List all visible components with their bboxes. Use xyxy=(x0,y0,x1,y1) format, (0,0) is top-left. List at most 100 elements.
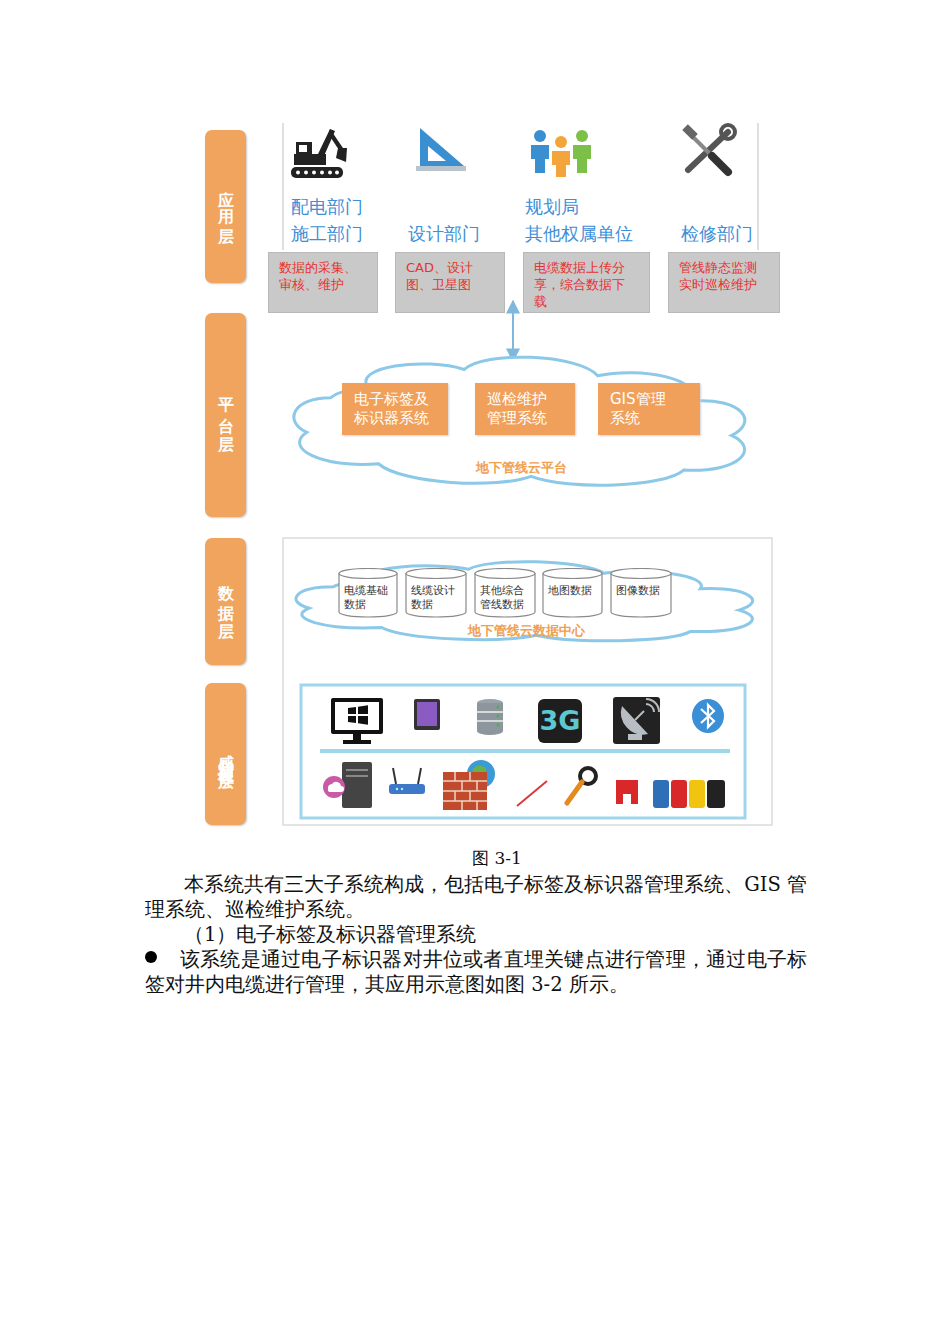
department-name: 设计部门 xyxy=(408,223,480,245)
node-text: 电缆基础数据 xyxy=(344,584,392,612)
layer-name: 感知与硬件层 xyxy=(216,742,236,766)
role-box: 管线静态监测实时巡检维护 xyxy=(668,252,780,313)
node-text: GIS管理系统 xyxy=(610,390,679,428)
graphic-part xyxy=(635,711,644,720)
role-box: 电缆数据上传分享，综合数据下载 xyxy=(523,252,650,313)
layer-band: 数据层 xyxy=(205,538,246,665)
layer-name: 数据层 xyxy=(216,572,236,632)
graphic-part xyxy=(707,780,725,808)
graphic-part xyxy=(299,145,307,152)
graphic-part xyxy=(335,702,379,730)
probe-icon xyxy=(567,768,596,803)
graphic-part xyxy=(320,171,324,175)
graphic-part xyxy=(443,772,487,810)
double-arrow xyxy=(512,301,514,361)
department-name: 施工部门 xyxy=(291,223,363,245)
graphic-part xyxy=(497,715,500,718)
layer-name: 应用层 xyxy=(216,177,236,237)
node-text: 数据的采集、审核、维护 xyxy=(279,259,359,293)
layer-band: 应用层 xyxy=(205,130,246,283)
graphic-part xyxy=(346,775,368,777)
hardware-box xyxy=(301,685,745,818)
body-paragraph: 本系统共有三大子系统构成，包括电子标签及标识器管理系统、GIS 管理系统、巡检维… xyxy=(145,872,807,922)
database-cylinder: 图像数据 xyxy=(610,568,672,618)
graphic-part xyxy=(477,720,503,722)
node-text: 管线静态监测实时巡检维护 xyxy=(679,259,761,293)
system-box: GIS管理系统 xyxy=(598,383,700,435)
graphic-part xyxy=(393,768,396,784)
node-text: 图像数据 xyxy=(616,584,664,598)
graphic-part xyxy=(348,705,368,724)
set-square-icon xyxy=(416,128,466,171)
graphic-part xyxy=(353,734,361,740)
graphic-part xyxy=(555,136,567,148)
marker-icon xyxy=(616,780,638,804)
marker-rod xyxy=(517,781,547,806)
graphic-part xyxy=(328,782,344,792)
data-cloud: 地下管线云数据中心电缆基础数据线缆设计数据其他综合管线数据地图数据图像数据 xyxy=(285,548,768,645)
cylinder-top xyxy=(543,569,602,579)
node-text: 电子标签及标识器系统 xyxy=(354,390,431,428)
node-text: 地下管线云平台 xyxy=(283,459,760,477)
graphic-part xyxy=(416,166,466,171)
graphic-part xyxy=(576,130,588,142)
bluetooth-icon xyxy=(692,699,724,733)
graphic-part xyxy=(328,171,332,175)
department-name: 规划局 xyxy=(525,196,579,218)
graphic-part xyxy=(712,156,728,172)
graphic-part xyxy=(428,146,446,161)
router-icon xyxy=(389,768,425,794)
graphic-part xyxy=(477,703,503,731)
graphic-part xyxy=(342,762,372,808)
graphic-part xyxy=(552,151,570,177)
graphic-part xyxy=(682,124,698,140)
firewall-icon xyxy=(443,760,495,810)
graphic-part xyxy=(534,130,546,142)
3g-icon xyxy=(538,699,582,743)
tools-icon xyxy=(682,124,735,172)
node-text: CAD、设计图、卫星图 xyxy=(406,259,486,293)
tablet-icon xyxy=(414,699,440,730)
graphic-part xyxy=(417,702,437,726)
graphic-part xyxy=(312,171,316,175)
cylinder-top xyxy=(339,569,397,579)
department-name: 其他权属单位 xyxy=(525,223,633,245)
database-cylinder: 电缆基础数据 xyxy=(338,568,398,618)
cylinder-top xyxy=(475,569,535,579)
graphic-part xyxy=(671,780,687,808)
graphic-part xyxy=(346,769,368,771)
cylinder-top xyxy=(611,569,671,579)
department-name: 检修部门 xyxy=(681,223,753,245)
node-text: 其他综合管线数据 xyxy=(480,584,528,612)
cylinder-body xyxy=(543,573,602,617)
graphic-part xyxy=(401,788,403,790)
graphic-part xyxy=(296,142,312,155)
bullet-dot xyxy=(145,951,157,963)
graphic-part xyxy=(418,768,421,784)
graphic-part xyxy=(531,145,549,173)
database-cylinder: 其他综合管线数据 xyxy=(474,568,536,618)
graphic-part xyxy=(296,171,300,175)
graphic-part xyxy=(477,727,503,735)
graphic-part xyxy=(389,784,425,794)
figure-caption: 图 3-1 xyxy=(397,847,597,869)
frame-line xyxy=(283,123,758,250)
graphic-part xyxy=(692,699,724,733)
graphic-part xyxy=(613,697,660,744)
graphic-part xyxy=(628,734,642,740)
cylinder-body xyxy=(611,573,671,617)
graphic-part xyxy=(621,706,648,735)
system-box: 巡检维护管理系统 xyxy=(475,383,575,435)
cylinder-top xyxy=(406,569,466,579)
graphic-part xyxy=(477,711,503,713)
graphic-part xyxy=(567,782,582,803)
cylinder-body xyxy=(475,573,535,617)
graphic-part xyxy=(420,128,464,166)
cylinder-body xyxy=(339,573,397,617)
graphic-part xyxy=(653,780,669,808)
database-cylinder: 地图数据 xyxy=(542,568,603,618)
node-text: 巡检维护管理系统 xyxy=(487,390,549,428)
database-cylinder: 线缆设计数据 xyxy=(405,568,467,618)
